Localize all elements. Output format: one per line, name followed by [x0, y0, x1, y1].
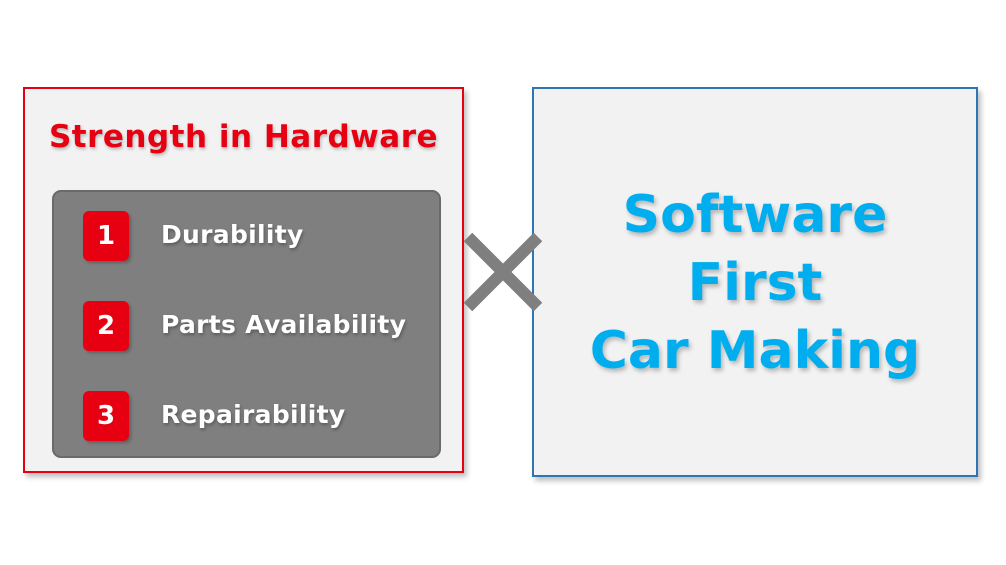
software-first-panel: Software First Car Making: [532, 87, 978, 477]
software-first-text: Software First Car Making: [534, 181, 976, 385]
list-item: 2 Parts Availability: [83, 301, 423, 351]
list-item-label: Parts Availability: [161, 310, 407, 339]
list-item-label: Durability: [161, 220, 304, 249]
software-line: Software: [622, 185, 888, 245]
car-making-line: Car Making: [589, 321, 921, 381]
list-item: 3 Repairability: [83, 391, 423, 441]
number-badge: 3: [83, 391, 129, 441]
number-badge: 2: [83, 301, 129, 351]
hardware-panel-title: Strength in Hardware: [48, 119, 439, 155]
first-line: First: [687, 253, 823, 313]
list-item-label: Repairability: [161, 400, 346, 429]
strength-list: 1 Durability 2 Parts Availability 3 Repa…: [52, 190, 441, 458]
number-badge: 1: [83, 211, 129, 261]
hardware-strength-panel: Strength in Hardware 1 Durability 2 Part…: [23, 87, 464, 473]
list-item: 1 Durability: [83, 211, 423, 261]
multiply-cross-icon: [463, 232, 543, 312]
